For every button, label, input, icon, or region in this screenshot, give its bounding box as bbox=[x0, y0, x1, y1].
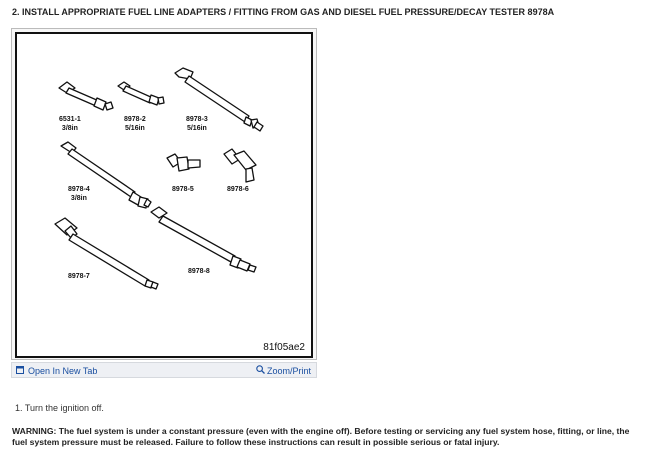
adapter-8978-5-drawing bbox=[166, 153, 201, 172]
adapter-8978-8-drawing bbox=[150, 206, 257, 273]
zoom-print-link[interactable]: Zoom/Print bbox=[256, 365, 311, 376]
external-tab-icon bbox=[16, 365, 25, 376]
adapter-8978-7-drawing bbox=[54, 217, 159, 290]
adapter-8978-2-drawing bbox=[117, 81, 165, 106]
step-text: 1. Turn the ignition off. bbox=[15, 403, 104, 413]
section-heading: 2. INSTALL APPROPRIATE FUEL LINE ADAPTER… bbox=[12, 7, 555, 17]
adapter-8978-6-drawing bbox=[223, 148, 257, 183]
warning-text: WARNING: The fuel system is under a cons… bbox=[12, 426, 630, 447]
figure-toolbar: Open In New Tab Zoom/Print bbox=[11, 362, 317, 378]
open-in-new-tab-label: Open In New Tab bbox=[28, 365, 98, 376]
part-label-8978-5: 8978-5 bbox=[172, 186, 194, 193]
part-label-8978-8: 8978-8 bbox=[188, 268, 210, 275]
adapter-8978-4-drawing bbox=[60, 141, 152, 209]
adapter-8978-3-drawing bbox=[174, 67, 264, 132]
adapter-6531-1-drawing bbox=[58, 81, 114, 111]
part-label-8978-7: 8978-7 bbox=[68, 273, 90, 280]
figure-code: 81f05ae2 bbox=[263, 342, 305, 353]
magnifier-icon bbox=[256, 365, 265, 376]
part-label-8978-6: 8978-6 bbox=[227, 186, 249, 193]
zoom-print-label: Zoom/Print bbox=[266, 365, 311, 376]
open-in-new-tab-link[interactable]: Open In New Tab bbox=[16, 365, 97, 376]
adapters-drawing bbox=[54, 67, 264, 290]
